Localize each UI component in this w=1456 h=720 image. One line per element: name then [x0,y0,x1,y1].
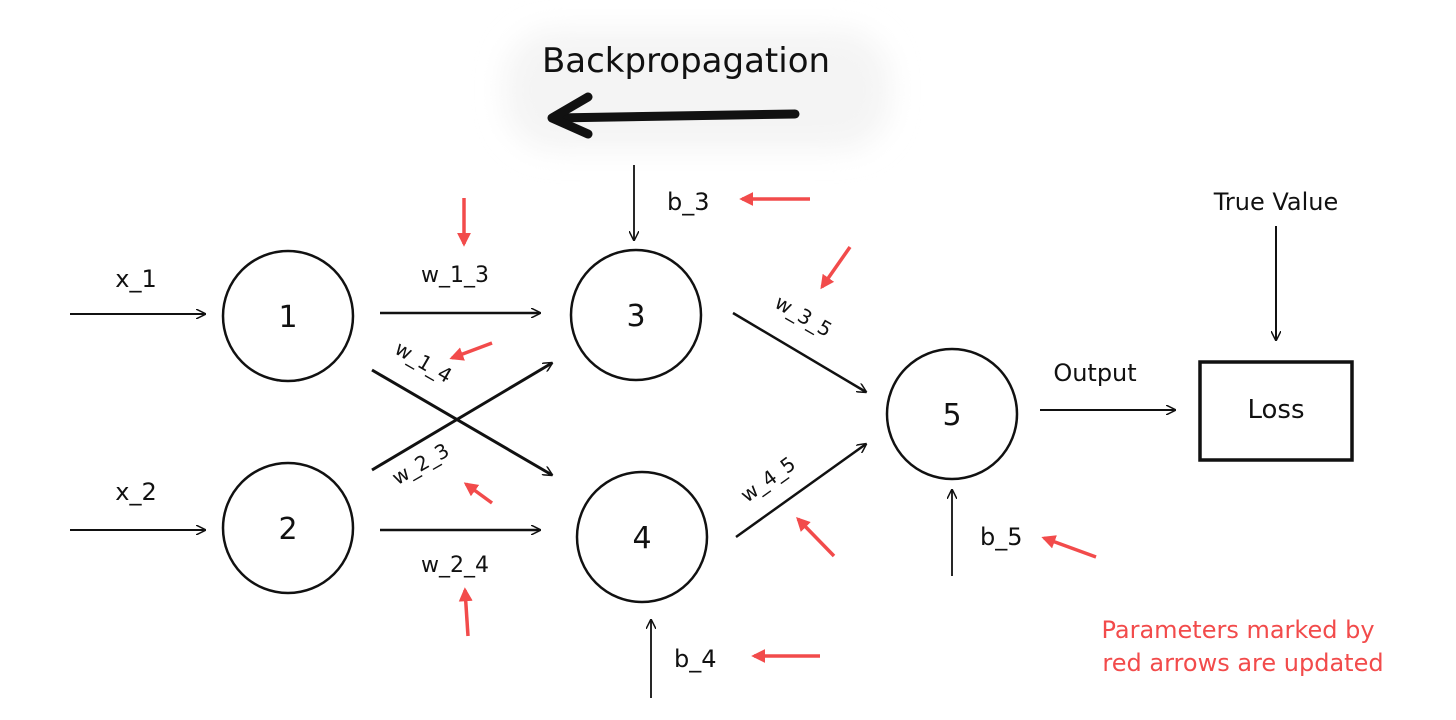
svg-text:5: 5 [942,398,961,433]
bias-label-b4: b_4 [674,645,717,673]
svg-text:4: 4 [632,521,651,556]
loss-box [1198,360,1354,462]
node-5: 5 [885,347,1019,481]
update-arrow-w-4-5 [796,516,836,558]
bias-label-b5: b_5 [980,523,1023,551]
node-4: 4 [575,470,709,604]
node-3: 3 [569,248,703,382]
backpropagation-arrow [547,92,800,139]
bias-label-b3: b_3 [667,188,710,216]
edge-w-3-5 [732,311,866,392]
update-arrow-w-3-5 [820,245,852,290]
node-1: 1 [221,249,355,383]
input-label-x1: x_1 [115,265,156,293]
output-label: Output [1053,359,1136,387]
edge-w-1-4 [371,368,552,475]
edge-w-4-5 [735,444,866,539]
weight-label-w-3-5: w_3_5 [771,290,837,342]
node-2: 2 [221,461,355,595]
svg-text:3: 3 [626,299,645,334]
weight-label-w-2-4: w_2_4 [421,553,489,578]
note-line-1: Parameters marked by [1101,616,1374,644]
edge-w-2-3 [371,363,552,472]
input-label-x2: x_2 [115,478,156,506]
update-arrow-b5 [1041,535,1097,559]
diagram-title: Backpropagation [542,41,830,81]
update-arrow-w-2-4 [458,587,473,637]
update-arrow-w-1-4 [449,341,493,361]
update-arrow-w-2-3 [463,482,494,505]
loss-label: Loss [1247,395,1304,425]
svg-text:2: 2 [278,512,297,547]
svg-text:1: 1 [278,300,297,335]
weight-label-w-1-4: w_1_4 [391,336,457,388]
update-markers [449,192,1097,663]
note-line-2: red arrows are updated [1102,649,1383,677]
true-value-label: True Value [1213,188,1339,216]
weight-label-w-1-3: w_1_3 [421,263,489,288]
weight-label-w-2-3: w_2_3 [388,438,454,490]
